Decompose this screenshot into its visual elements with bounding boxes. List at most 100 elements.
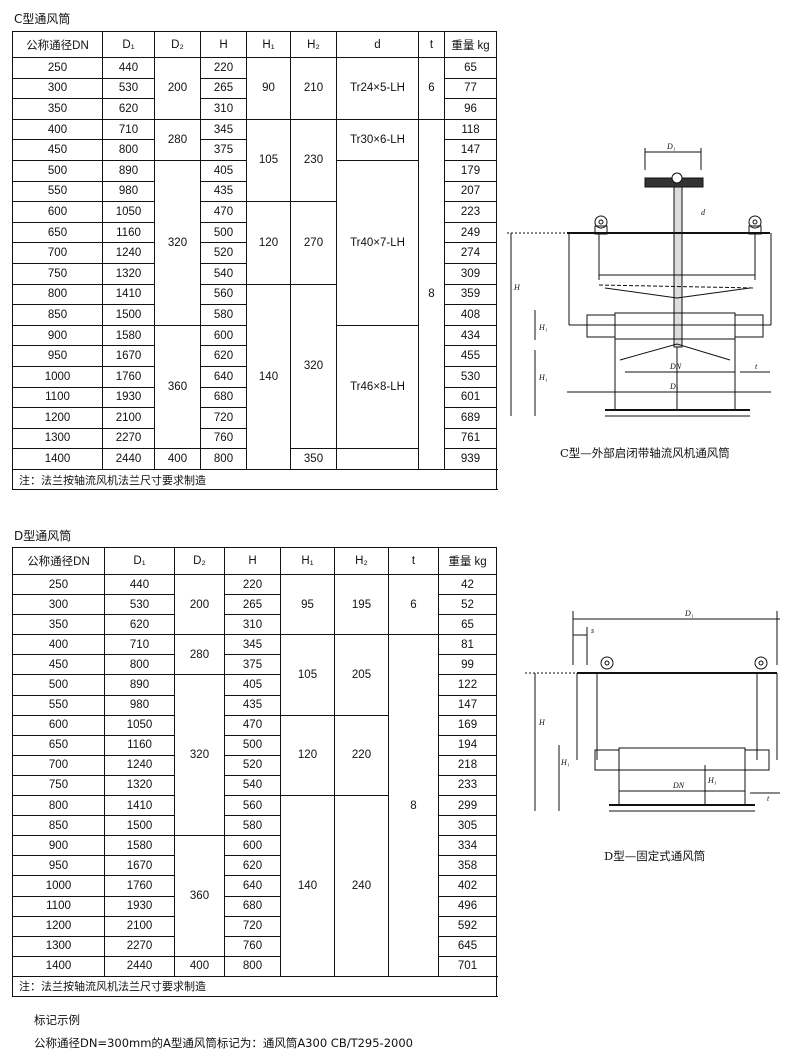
marking-example-text: 公称通径DN=300mm的A型通风筒标记为：通风筒A300 CB/T295-20… <box>34 1036 413 1050</box>
cell-weight: 81 <box>438 634 497 656</box>
table-note: 注：法兰按轴流风机法兰尺寸要求制造 <box>12 975 497 997</box>
cell-dn: 1400 <box>12 955 105 977</box>
cell-weight: 96 <box>444 98 497 120</box>
cell-dn: 1300 <box>12 935 105 957</box>
cell-h: 580 <box>200 304 247 326</box>
cell-d2: 200 <box>174 573 225 636</box>
cell-weight: 99 <box>438 654 497 676</box>
cell-h: 760 <box>224 935 281 957</box>
label-d-t: t <box>767 794 770 803</box>
cell-h: 265 <box>200 77 247 100</box>
cell-d2: 360 <box>154 324 201 450</box>
cell-dn: 900 <box>12 835 105 857</box>
cell-dn: 250 <box>12 573 105 596</box>
col-header-t: t <box>418 31 445 58</box>
cell-h2: 220 <box>334 714 389 797</box>
cell-h1: 120 <box>246 201 291 285</box>
cell-weight: 147 <box>444 139 497 161</box>
c-diagram-caption: C型—外部启闭带轴流风机通风筒 <box>560 446 730 460</box>
cell-weight: 218 <box>438 754 497 776</box>
cell-d1: 2100 <box>102 407 155 429</box>
cell-d1: 1580 <box>104 835 175 857</box>
cell-dn: 800 <box>12 283 103 306</box>
cell-weight: 118 <box>444 118 497 141</box>
col-header-h: H <box>224 547 281 575</box>
col-header-d2: D₂ <box>154 31 201 58</box>
cell-weight: 645 <box>438 935 497 957</box>
cell-t: 6 <box>388 573 439 636</box>
cell-weight: 122 <box>438 674 497 696</box>
cell-dn: 850 <box>12 304 103 326</box>
cell-h2: 230 <box>290 118 337 203</box>
cell-weight: 530 <box>444 365 497 388</box>
cell-weight: 309 <box>444 262 497 285</box>
cell-weight: 65 <box>444 57 497 79</box>
col-header-h1: H₁ <box>280 547 335 575</box>
cell-dn: 350 <box>12 614 105 636</box>
cell-h: 680 <box>200 386 247 409</box>
cell-d1: 620 <box>102 98 155 120</box>
label-d-s: s <box>591 626 594 635</box>
cell-t: 8 <box>388 634 439 977</box>
col-header-h2: H₂ <box>334 547 389 575</box>
cell-dn: 550 <box>12 180 103 203</box>
cell-h2: 350 <box>290 448 337 470</box>
label-d-D1: D₁ <box>684 609 694 618</box>
cell-h: 560 <box>200 283 247 306</box>
cell-weight: 179 <box>444 159 497 182</box>
cell-dn: 1400 <box>12 448 103 470</box>
cell-h: 680 <box>224 895 281 917</box>
label-d-H1-inner: H₁ <box>707 776 717 785</box>
cell-h2: 240 <box>334 795 389 977</box>
cell-d1: 890 <box>102 159 155 182</box>
cell-dn: 300 <box>12 77 103 100</box>
cell-dn: 750 <box>12 774 105 797</box>
cell-dn: 450 <box>12 654 105 676</box>
cell-h: 800 <box>224 955 281 977</box>
cell-d1: 620 <box>104 614 175 636</box>
cell-dn: 800 <box>12 795 105 817</box>
cell-dn: 750 <box>12 262 103 285</box>
cell-h2: 270 <box>290 201 337 285</box>
cell-d1: 1320 <box>102 262 155 285</box>
cell-d1: 1240 <box>104 754 175 776</box>
label-c-t: t <box>755 362 758 371</box>
cell-weight: 65 <box>438 614 497 636</box>
cell-d1: 1580 <box>102 324 155 347</box>
cell-dn: 700 <box>12 754 105 776</box>
cell-h: 620 <box>200 345 247 367</box>
col-header-d1: D₁ <box>102 31 155 58</box>
col-header-h2: H₂ <box>290 31 337 58</box>
cell-d1: 710 <box>104 634 175 656</box>
cell-h1: 120 <box>280 714 335 797</box>
cell-h1: 105 <box>246 118 291 203</box>
cell-d2: 360 <box>174 835 225 957</box>
cell-weight: 334 <box>438 835 497 857</box>
cell-d2: 320 <box>154 159 201 326</box>
cell-d2: 400 <box>154 448 201 470</box>
cell-h2: 320 <box>290 283 337 450</box>
c-type-diagram: D₁ d H H₁ H₁ DN D₁ t <box>507 142 772 417</box>
cell-d: Tr30×6-LH <box>336 118 419 161</box>
cell-d: Tr40×7-LH <box>336 159 419 326</box>
cell-h: 580 <box>224 815 281 837</box>
col-header-h: H <box>200 31 247 58</box>
label-c-H1: H₁ <box>538 323 548 332</box>
cell-weight: 207 <box>444 180 497 203</box>
cell-d <box>336 448 419 470</box>
cell-d1: 440 <box>104 573 175 596</box>
cell-d1: 980 <box>104 694 175 716</box>
cell-h: 540 <box>200 262 247 285</box>
cell-d1: 530 <box>102 77 155 100</box>
